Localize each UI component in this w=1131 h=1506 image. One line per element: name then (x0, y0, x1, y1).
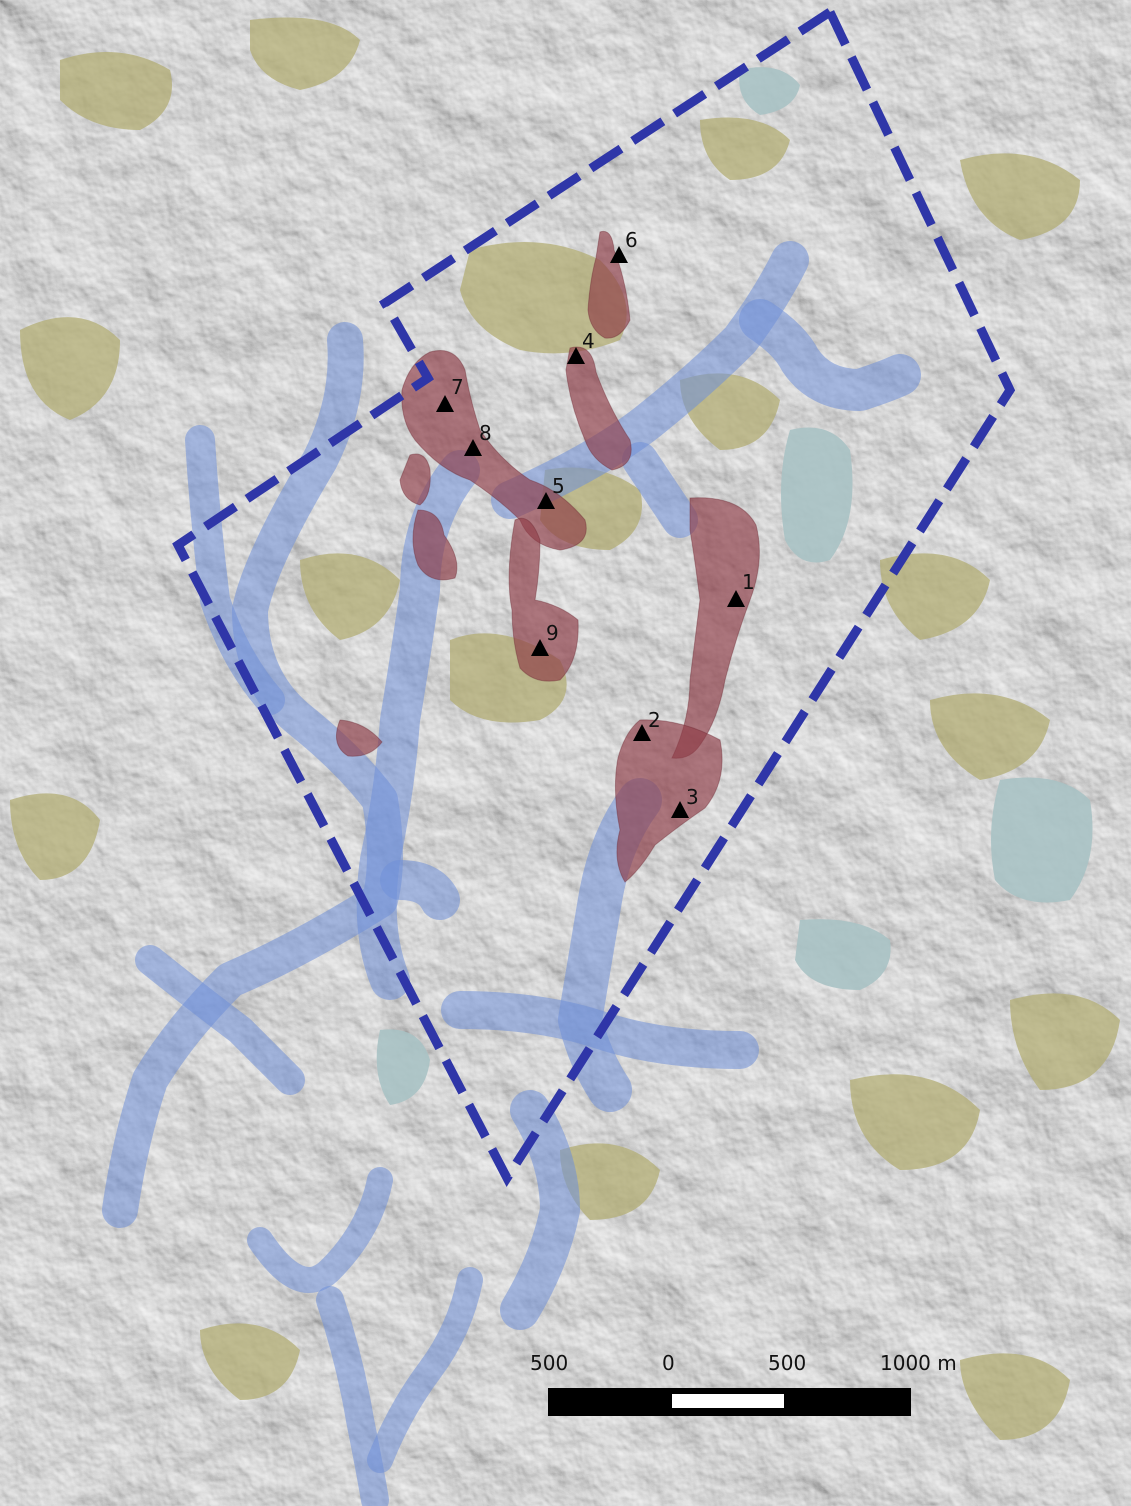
site-marker-3 (671, 801, 689, 818)
water-layer (376, 67, 1093, 1105)
scale-label-left-500: 500 (530, 1351, 568, 1375)
site-marker-6 (610, 246, 628, 263)
scale-label-right-500: 500 (768, 1351, 806, 1375)
site-label-4: 4 (582, 329, 595, 353)
red-zone-layer (335, 230, 760, 883)
scale-bar-white-segment (672, 1394, 784, 1408)
site-label-2: 2 (648, 708, 661, 732)
site-markers: 1 2 3 4 5 6 78 9 (436, 228, 755, 818)
scale-label-1000m: 1000 m (880, 1351, 957, 1375)
site-marker-2 (633, 724, 651, 741)
site-label-6: 6 (625, 228, 638, 252)
site-marker-1 (727, 590, 745, 607)
scale-bar: 500 0 500 1000 m (530, 1351, 957, 1416)
site-label-5: 5 (552, 474, 565, 498)
site-label-1: 1 (742, 570, 755, 594)
site-label-3: 3 (686, 785, 699, 809)
scale-label-zero: 0 (662, 1351, 675, 1375)
site-label-8: 8 (479, 421, 492, 445)
site-marker-4 (567, 347, 585, 364)
site-marker-8 (464, 439, 482, 456)
site-marker-5 (537, 492, 555, 509)
study-area-boundary (172, 8, 1016, 1187)
site-label-7: 7 (451, 375, 464, 399)
site-marker-9 (531, 639, 549, 656)
site-marker-7 (436, 395, 454, 412)
site-label-9: 9 (546, 621, 559, 645)
